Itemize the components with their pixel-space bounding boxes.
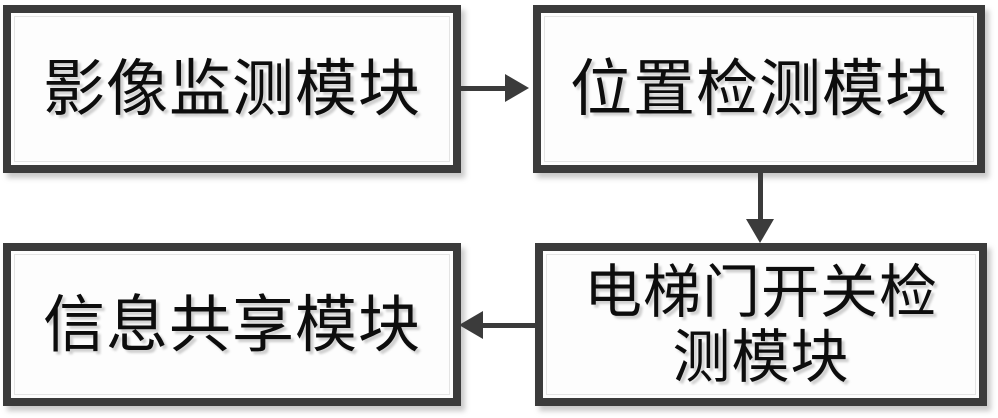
node-information-sharing-label: 信息共享模块 xyxy=(42,287,421,361)
node-elevator-door-switch-detection[interactable]: 电梯门开关检 测模块 xyxy=(535,243,987,406)
arrow-down-icon xyxy=(746,219,774,243)
node-image-monitoring-label: 影像监测模块 xyxy=(42,52,421,126)
node-position-detection[interactable]: 位置检测模块 xyxy=(533,5,985,173)
node-elevator-door-switch-detection-label: 电梯门开关检 测模块 xyxy=(583,257,938,391)
connector-position-to-door xyxy=(758,173,763,231)
connector-image-to-position xyxy=(461,86,521,91)
node-image-monitoring[interactable]: 影像监测模块 xyxy=(3,5,461,173)
node-position-detection-label: 位置检测模块 xyxy=(569,52,948,126)
node-information-sharing[interactable]: 信息共享模块 xyxy=(3,243,461,406)
connector-door-to-info xyxy=(480,323,536,328)
arrow-right-icon xyxy=(505,74,529,102)
arrow-left-icon xyxy=(459,311,483,339)
